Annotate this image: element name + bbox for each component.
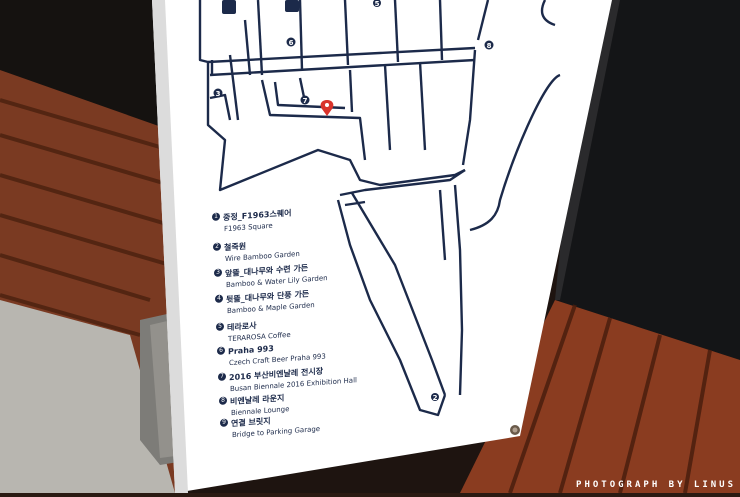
map-number-label: 7 bbox=[303, 97, 308, 105]
legend-number: 7 bbox=[218, 371, 226, 381]
legend-korean-label: Praha 993 bbox=[228, 344, 274, 357]
map-number-label: 5 bbox=[375, 0, 380, 8]
map-number-label: 6 bbox=[289, 39, 294, 47]
legend-number: 1 bbox=[212, 211, 220, 221]
legend-number: 2 bbox=[213, 241, 221, 251]
legend-korean-label: 비엔날레 라운지 bbox=[230, 393, 285, 407]
legend-number: 9 bbox=[220, 417, 228, 427]
photo-credit: PHOTOGRAPH BY LINUS bbox=[576, 480, 736, 490]
legend-number: 6 bbox=[217, 345, 225, 355]
map-number-label: 3 bbox=[216, 90, 221, 98]
map-number-label: 8 bbox=[487, 42, 492, 50]
legend-korean-label: 연결 브릿지 bbox=[231, 416, 271, 429]
legend-korean-label: 테라로사 bbox=[227, 321, 257, 333]
legend-number: 5 bbox=[216, 321, 224, 331]
map-number-label: 2 bbox=[433, 394, 438, 402]
legend-number: 8 bbox=[219, 395, 227, 405]
legend-korean-label: 중정_F1963스퀘어 bbox=[223, 208, 292, 223]
legend-korean-label: 철죽원 bbox=[224, 241, 247, 253]
legend-number: 4 bbox=[215, 293, 223, 303]
legend-number: 3 bbox=[214, 267, 222, 277]
